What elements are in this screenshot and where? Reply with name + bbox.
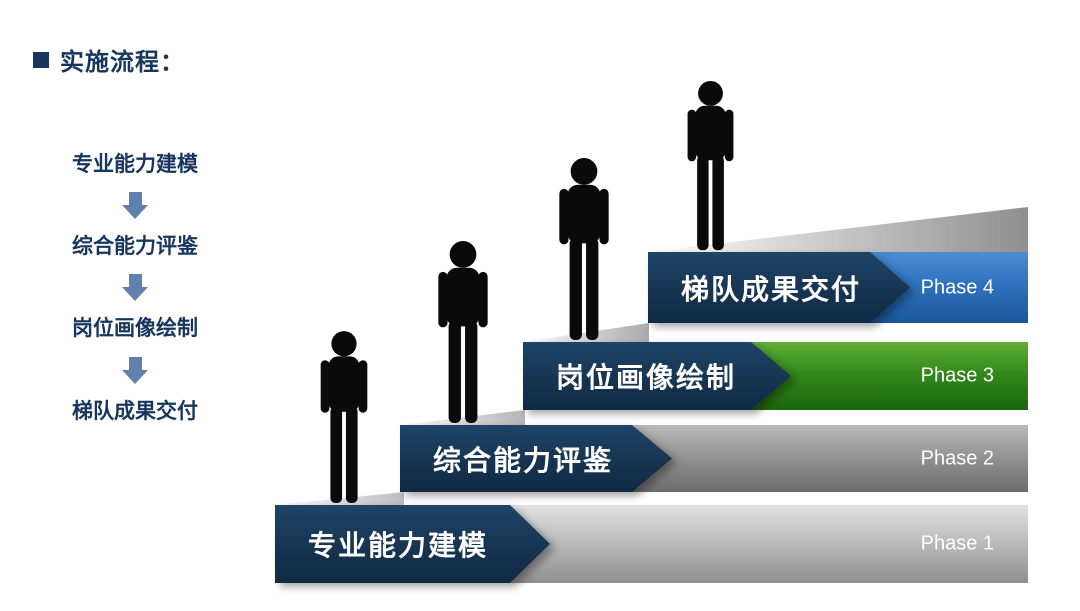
flow-step-label: 专业能力建模: [72, 153, 198, 176]
phase-step-3: Phase 3 岗位画像绘制: [523, 342, 1028, 410]
down-arrow-icon: [122, 274, 148, 302]
page-title: 实施流程：: [60, 49, 185, 76]
flow-step-label: 综合能力评鉴: [72, 235, 198, 259]
flow-step-label: 梯队成果交付: [72, 399, 198, 423]
process-flow-list: 专业能力建模 综合能力评鉴 岗位画像绘制 梯队成果交付: [50, 152, 220, 424]
phase-step-2: Phase 2 综合能力评鉴: [400, 425, 1028, 492]
step-label: 专业能力建模: [308, 530, 489, 561]
flow-step-label: 岗位画像绘制: [72, 317, 198, 341]
step-label-chevron: 专业能力建模: [275, 505, 550, 583]
person-silhouette: [438, 241, 488, 423]
down-arrow-icon: [122, 356, 148, 384]
step-label-chevron: 岗位画像绘制: [523, 342, 791, 410]
down-arrow-icon: [122, 192, 148, 220]
phase-step-1: Phase 1 专业能力建模: [275, 505, 1028, 583]
slide-title: 实施流程：: [33, 42, 185, 77]
phase-label: Phase 4: [920, 276, 994, 298]
phase-step-4: Phase 4 梯队成果交付: [648, 252, 1028, 323]
step-label: 综合能力评鉴: [433, 444, 614, 476]
step-label-chevron: 综合能力评鉴: [400, 425, 672, 492]
phase-label: Phase 1: [920, 532, 994, 555]
phase-label: Phase 2: [920, 447, 994, 469]
phase-label: Phase 3: [920, 364, 994, 387]
person-silhouette: [687, 80, 734, 251]
square-bullet-icon: [33, 51, 49, 68]
step-label-chevron: 梯队成果交付: [648, 252, 910, 323]
person-silhouette: [320, 331, 368, 504]
person-silhouette: [559, 158, 609, 340]
step-label: 梯队成果交付: [681, 273, 862, 305]
step-label: 岗位画像绘制: [556, 362, 737, 393]
